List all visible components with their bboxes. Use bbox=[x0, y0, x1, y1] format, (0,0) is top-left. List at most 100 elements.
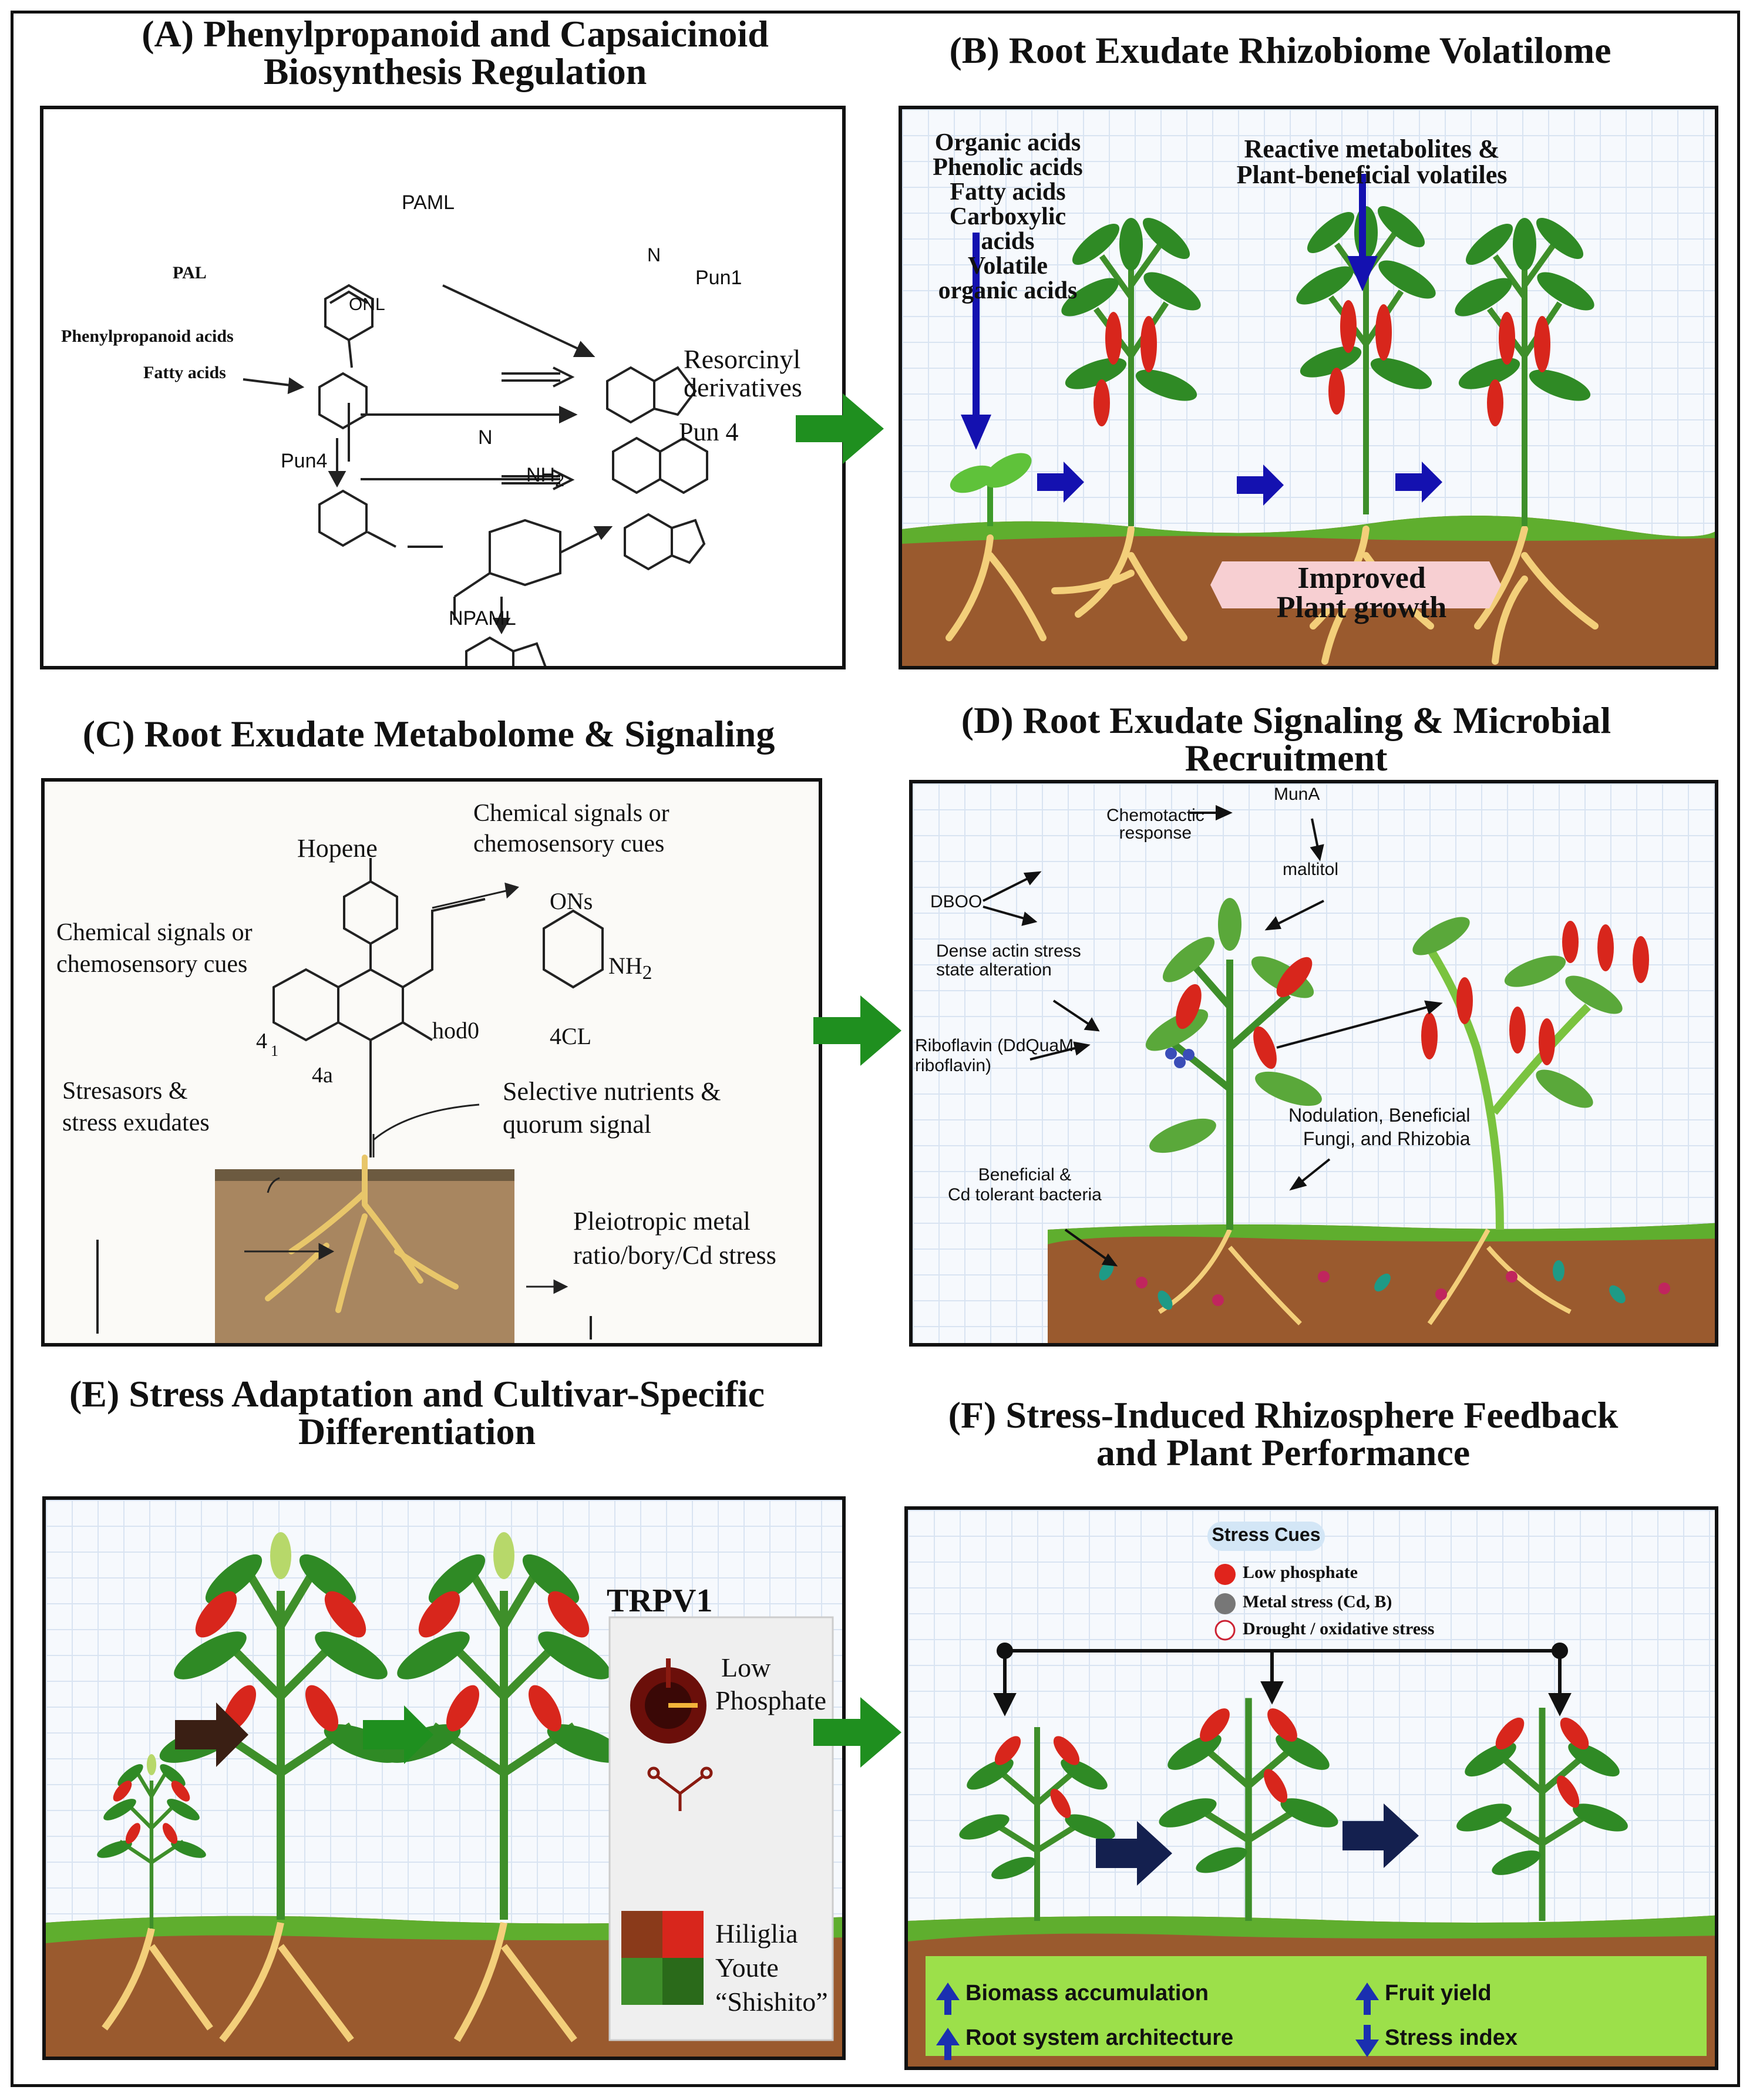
outcome-biomass: Biomass accumulation bbox=[965, 1981, 1209, 2005]
selective-nutrients-label: Selective nutrients & quorum signal bbox=[503, 1075, 721, 1141]
c-nh2-label: NH2 bbox=[608, 952, 652, 984]
panel-b-box: Organic acids Phenolic acids Fatty acids… bbox=[899, 106, 1718, 669]
panel-b-title: (B) Root Exudate Rhizobiome Volatilome bbox=[949, 29, 1611, 71]
stress-line-2: stress exudates bbox=[62, 1109, 210, 1136]
cue-low-phosphate: Low phosphate bbox=[1243, 1563, 1358, 1582]
resorcinyl-line2: derivatives bbox=[684, 372, 802, 402]
pun1-n-label: N bbox=[647, 244, 661, 265]
maltitol-label: maltitol bbox=[1283, 860, 1339, 879]
phenylpropanoid-acids-label: Phenylpropanoid acids bbox=[61, 327, 234, 346]
ring-label-4: 4 bbox=[256, 1029, 267, 1054]
nod-line-1: Nodulation, Beneficial bbox=[1288, 1105, 1471, 1126]
improved-line-1: Improved bbox=[1297, 561, 1426, 595]
ribo-line-1: Riboflavin (DdQuaM bbox=[915, 1036, 1074, 1055]
beneficial-bacteria-label: Beneficial & Cd tolerant bacteria bbox=[948, 1165, 1102, 1205]
ons-label: ONs bbox=[550, 888, 593, 914]
panel-e-scene bbox=[46, 1500, 842, 2057]
exudate-line-6: Volatile bbox=[967, 253, 1048, 280]
chemotactic-line-2: response bbox=[1119, 823, 1192, 843]
low-line: Low bbox=[721, 1653, 771, 1682]
muna-label: MunA bbox=[1274, 785, 1320, 804]
chemotactic-line-1: Chemotactic bbox=[1106, 806, 1204, 825]
improved-line-2: Plant growth bbox=[1276, 591, 1447, 624]
panel-f-box: Stress Cues Low phosphate Metal stress (… bbox=[904, 1506, 1718, 2070]
figure-frame bbox=[11, 11, 1740, 2087]
cue-metal-stress: Metal stress (Cd, B) bbox=[1243, 1592, 1392, 1611]
outcome-root-architecture: Root system architecture bbox=[965, 2025, 1234, 2050]
pleiotropic-label: Pleiotropic metal ratio/bory/Cd stress bbox=[573, 1204, 776, 1273]
stressors-label: Stresasors & stress exudates bbox=[62, 1075, 210, 1139]
piperidine-nh2-label: NH2 bbox=[526, 464, 564, 491]
panel-f-title-line2: and Plant Performance bbox=[1096, 1432, 1471, 1473]
pun4-left-label: Pun4 bbox=[281, 450, 328, 472]
reactive-metabolites-label: Reactive metabolites & Plant-beneficial … bbox=[1231, 136, 1513, 188]
panel-d-title-line1: (D) Root Exudate Signaling & Microbial bbox=[961, 699, 1611, 741]
cultivar-line-1: Hiliglia bbox=[715, 1919, 798, 1948]
ring-label-4a: 4a bbox=[312, 1063, 333, 1088]
cultivar-line-2: Youte bbox=[715, 1953, 779, 1983]
reactive-line-2: Plant-beneficial volatiles bbox=[1236, 160, 1508, 189]
chem-signals-left: Chemical signals or chemosensory cues bbox=[56, 917, 253, 980]
panel-a-title: (A) Phenylpropanoid and Capsaicinoid Bio… bbox=[41, 15, 869, 90]
nh2-subscript: 2 bbox=[555, 471, 564, 490]
exudate-line-4: Carboxylic bbox=[949, 203, 1066, 230]
npaml-label: NPAML bbox=[449, 607, 516, 630]
panel-e-title-line2: Differentiation bbox=[298, 1411, 536, 1452]
panel-c-box: Hopene Chemical signals or chemosensory … bbox=[41, 778, 822, 1347]
panel-d-title-line2: Recruitment bbox=[1185, 737, 1388, 779]
selective-line-2: quorum signal bbox=[503, 1110, 651, 1139]
selective-line-1: Selective nutrients & bbox=[503, 1077, 721, 1106]
panel-a-structures bbox=[243, 284, 708, 666]
exudate-list: Organic acids Phenolic acids Fatty acids… bbox=[908, 130, 1108, 303]
trpv1-label: TRPV1 bbox=[607, 1583, 713, 1619]
panel-f-title-line1: (F) Stress-Induced Rhizosphere Feedback bbox=[948, 1394, 1619, 1436]
dense-line-1: Dense actin stress bbox=[936, 941, 1081, 961]
arrow-c-to-d bbox=[813, 995, 901, 1066]
pun4-right-label: Pun 4 bbox=[679, 418, 739, 446]
fatty-acids-label: Fatty acids bbox=[143, 363, 226, 382]
panel-e-box: TRPV1 Low Phosphate Hiliglia Youte “Shis… bbox=[42, 1496, 846, 2060]
resorcinyl-line1: Resorcinyl bbox=[684, 344, 801, 374]
panel-b-scene bbox=[902, 174, 1715, 666]
cultivar-line-3: “Shishito” bbox=[715, 1987, 828, 2017]
cue-drought: Drought / oxidative stress bbox=[1243, 1619, 1435, 1638]
panel-d-scene bbox=[983, 805, 1715, 1343]
pal-label: PAL bbox=[173, 263, 207, 282]
arrow-e-to-f bbox=[813, 1697, 901, 1768]
chemotactic-label: Chemotactic response bbox=[1106, 807, 1204, 842]
bene-line-2: Cd tolerant bacteria bbox=[948, 1185, 1102, 1204]
pleio-line-2: ratio/bory/Cd stress bbox=[573, 1241, 776, 1270]
nod-line-2: Fungi, and Rhizobia bbox=[1303, 1128, 1471, 1149]
riboflavin-label: Riboflavin (DdQuaM riboflavin) bbox=[915, 1036, 1074, 1076]
4cl-label: 4CL bbox=[550, 1023, 592, 1049]
panel-a-title-line2: Biosynthesis Regulation bbox=[263, 51, 647, 92]
piperidine-n-label: N bbox=[478, 426, 493, 449]
pun1-label: Pun1 bbox=[695, 267, 742, 289]
panel-c-scene bbox=[96, 858, 604, 1343]
dboo-label: DBOO bbox=[930, 892, 983, 911]
chem-left-line-1: Chemical signals or bbox=[56, 919, 253, 946]
phosphate-line: Phosphate bbox=[715, 1685, 827, 1715]
panel-d-title: (D) Root Exudate Signaling & Microbial R… bbox=[904, 702, 1668, 777]
dense-actin-label: Dense actin stress state alteration bbox=[936, 942, 1081, 980]
exudate-line-7: organic acids bbox=[938, 277, 1078, 304]
hod0-label: hod0 bbox=[432, 1017, 479, 1044]
chem-signals-right: Chemical signals or chemosensory cues bbox=[473, 798, 669, 859]
panel-e-title: (E) Stress Adaptation and Cultivar-Speci… bbox=[35, 1375, 799, 1451]
panel-d-box: Chemotactic response MunA maltitol DBOO … bbox=[909, 780, 1718, 1347]
cultivar-label: Hiliglia Youte “Shishito” bbox=[715, 1917, 828, 2019]
resorcinyl-label: Resorcinyl derivatives bbox=[684, 345, 802, 402]
onl-label: ONL bbox=[349, 295, 385, 314]
stress-line-1: Stresasors & bbox=[62, 1078, 188, 1105]
panel-a-title-line1: (A) Phenylpropanoid and Capsaicinoid bbox=[142, 13, 769, 55]
nodulation-label: Nodulation, Beneficial Fungi, and Rhizob… bbox=[1288, 1103, 1471, 1150]
bene-line-1: Beneficial & bbox=[978, 1165, 1072, 1184]
low-phosphate-label: Low Phosphate bbox=[715, 1651, 826, 1717]
arrow-a-to-b bbox=[796, 393, 884, 464]
exudate-line-5: acids bbox=[981, 228, 1035, 255]
panel-e-title-line1: (E) Stress Adaptation and Cultivar-Speci… bbox=[69, 1373, 765, 1415]
improved-plant-growth-label: Improved Plant growth bbox=[1222, 561, 1501, 624]
panel-f-scene bbox=[908, 1522, 1715, 2067]
outcome-fruit-yield: Fruit yield bbox=[1385, 1981, 1492, 2005]
dense-line-2: state alteration bbox=[936, 960, 1052, 980]
